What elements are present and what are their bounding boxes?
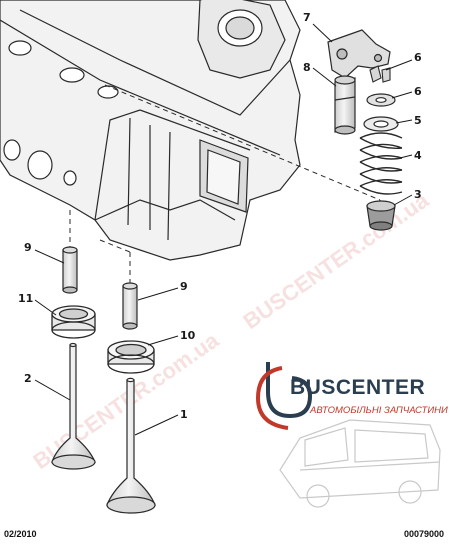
valve-cotter-part	[369, 65, 391, 83]
brand-name: BUSCENTER	[290, 376, 425, 399]
brand-subtitle: АВТОМОБІЛЬНІ ЗАПЧАСТИНИ	[309, 405, 448, 416]
exhaust-valve-part	[51, 342, 96, 470]
intake-valve-part	[106, 377, 156, 514]
valve-spring-part	[359, 132, 403, 195]
spring-retainer-part	[366, 93, 396, 107]
rocker-arm-part	[327, 29, 391, 79]
van-illustration	[279, 419, 441, 508]
valve-guide-part	[62, 246, 78, 294]
callout-1: 1	[180, 408, 188, 421]
callout-7: 7	[303, 11, 311, 24]
callout-5: 5	[414, 114, 422, 127]
footer-date: 02/2010	[4, 529, 37, 539]
callout-9-right: 9	[180, 280, 188, 293]
cylinder-head	[0, 0, 301, 261]
footer-code: 00079000	[403, 529, 444, 539]
valve-seat-part	[107, 340, 155, 374]
callout-6-cotter: 6	[414, 51, 422, 64]
callout-9-left: 9	[24, 241, 32, 254]
callout-4: 4	[414, 149, 422, 162]
callout-10: 10	[180, 329, 196, 342]
callout-11: 11	[18, 292, 33, 305]
hydraulic-tappet-part	[334, 75, 356, 135]
callout-labels: 7 6 8 6 5 4 3 9 9 11 10 2 1	[18, 11, 422, 421]
callout-3: 3	[414, 188, 422, 201]
valve-guide-part	[122, 282, 138, 330]
callout-2: 2	[24, 372, 32, 385]
valve-seat-part	[51, 305, 96, 339]
watermark-text: BUSCENTER.com.ua	[239, 187, 434, 334]
callout-8: 8	[303, 61, 311, 74]
spring-seat-part	[363, 116, 399, 132]
leader-lines	[34, 23, 413, 436]
callout-6-retainer: 6	[414, 85, 422, 98]
valve-stem-seal-part	[366, 200, 396, 231]
brand-logo: BUSCENTER АВТОМОБІЛЬНІ ЗАПЧАСТИНИ	[255, 362, 448, 430]
